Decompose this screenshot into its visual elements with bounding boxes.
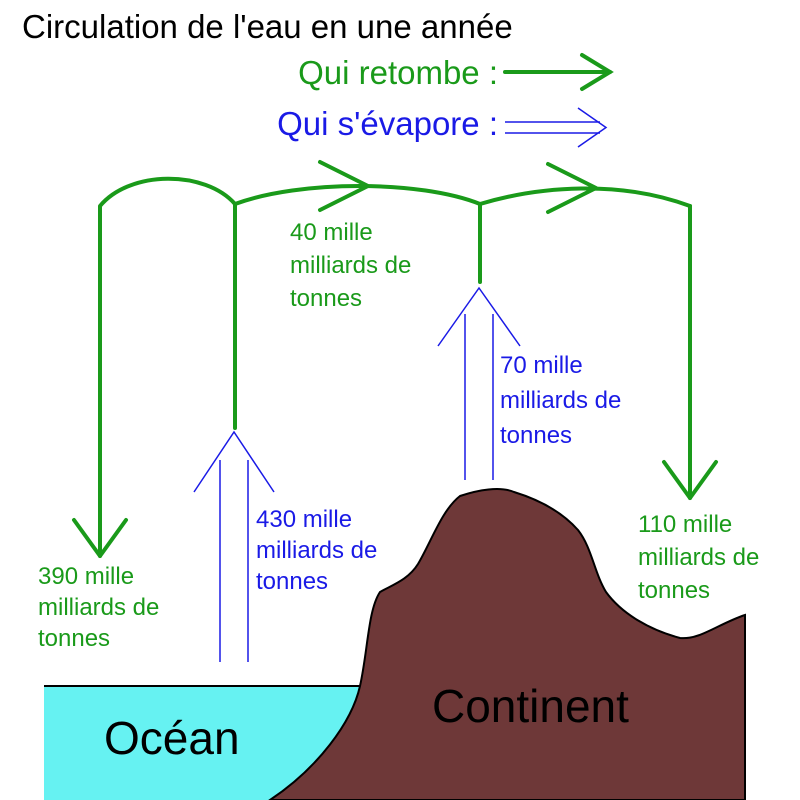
land-precipitation-amount: 110 mille milliards de tonnes	[638, 511, 766, 604]
ocean-rain-arrow-icon	[72, 518, 128, 558]
ocean-water	[44, 686, 360, 800]
transfer-arrow-icon-2	[546, 162, 598, 214]
precipitation-arrowheads	[72, 160, 718, 558]
legend-evaporates-label: Qui s'évapore :	[277, 105, 498, 142]
transfer-arrow-icon	[318, 160, 370, 212]
precipitation-flow-lines	[98, 176, 692, 558]
evaporation-flow-lines	[193, 286, 521, 662]
land-evaporation-amount: 70 mille milliards de tonnes	[500, 352, 628, 449]
legend-falls-arrow-icon	[503, 53, 614, 91]
ocean-evaporation-amount: 430 mille milliards de tonnes	[256, 506, 384, 595]
ocean-evaporation-arrow-icon	[193, 430, 275, 493]
continent-landmass	[268, 488, 746, 800]
legend-evaporates-arrow-icon	[505, 107, 608, 148]
land-evaporation-arrow-icon	[437, 286, 521, 347]
legend: Qui retombe : Qui s'évapore :	[277, 53, 614, 148]
legend-falls-label: Qui retombe :	[298, 54, 498, 91]
transfer-to-land-amount: 40 mille milliards de tonnes	[290, 219, 418, 312]
continent-label: Continent	[432, 680, 629, 732]
ocean-precipitation-arc	[98, 176, 237, 558]
diagram-title: Circulation de l'eau en une année	[22, 8, 513, 45]
ocean-label: Océan	[104, 712, 240, 764]
ocean-precipitation-amount: 390 mille milliards de tonnes	[38, 563, 166, 652]
top-transfer-arc	[233, 184, 692, 208]
land-rain-arrow-icon	[662, 460, 718, 500]
